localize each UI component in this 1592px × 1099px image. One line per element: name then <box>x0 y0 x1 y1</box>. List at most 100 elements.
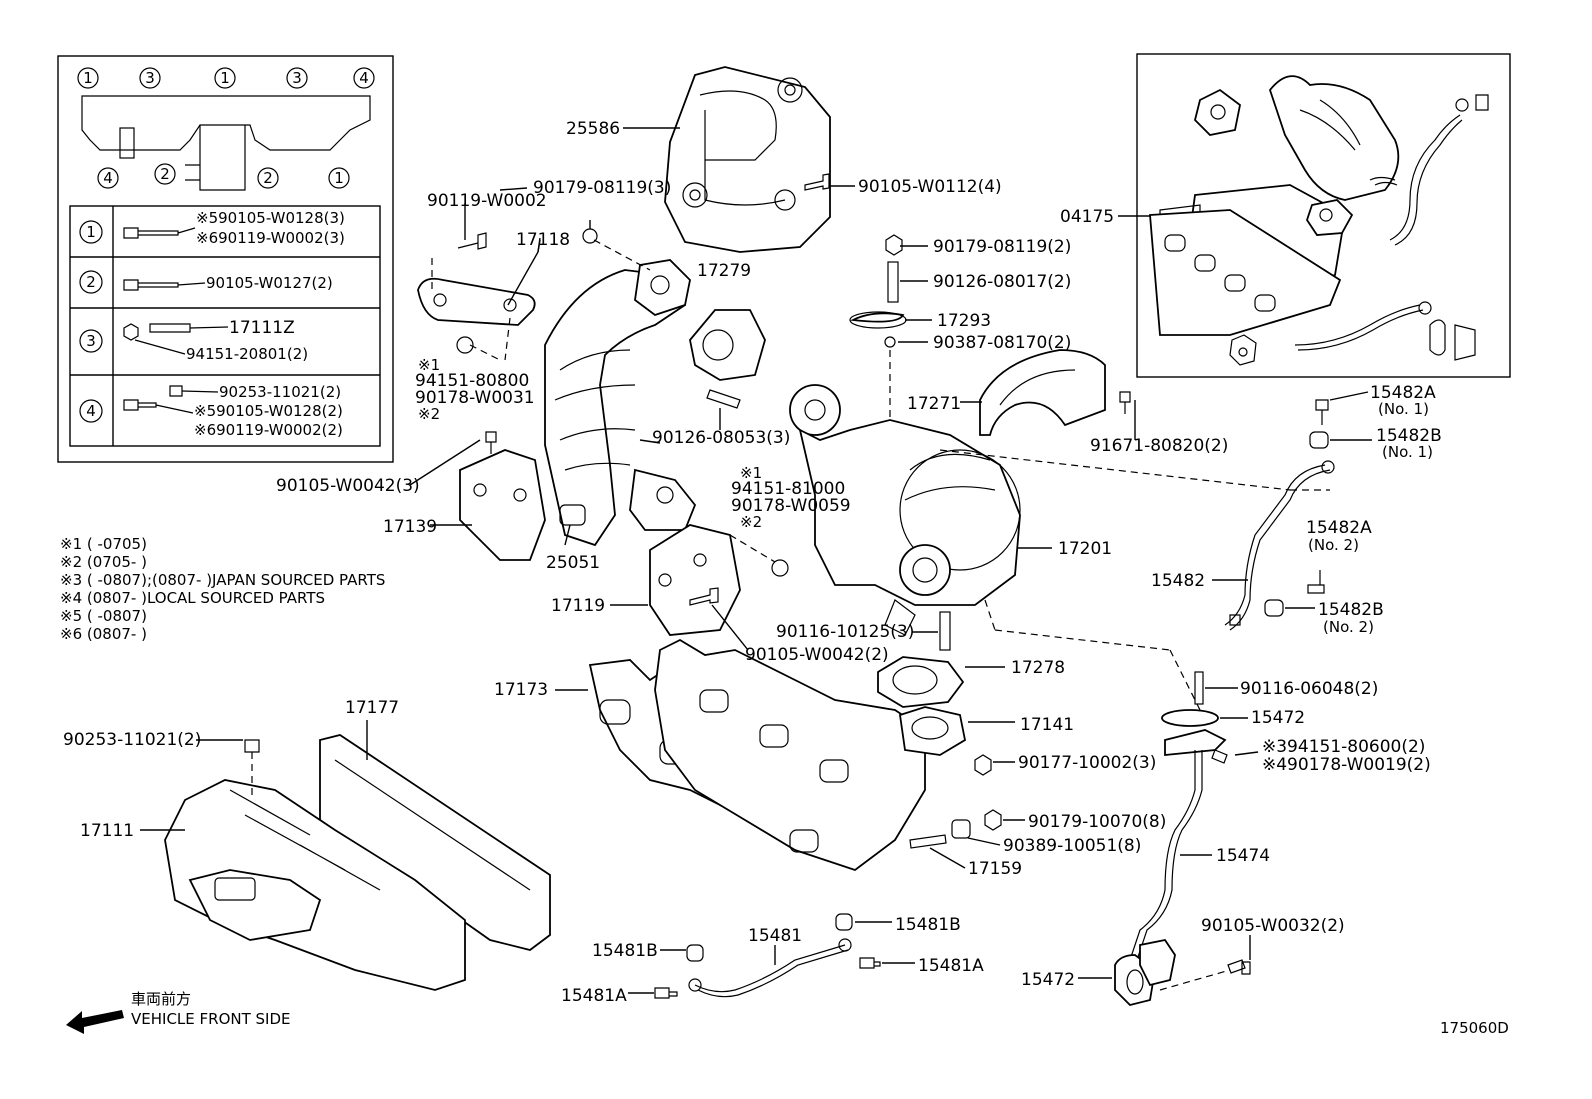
label-25586: 25586 <box>566 119 620 139</box>
label-90389-10051-8: 90389-10051(8) <box>1003 836 1141 856</box>
svg-text:1: 1 <box>220 69 230 87</box>
svg-text:車両前方: 車両前方 <box>131 990 191 1008</box>
svg-text:※2: ※2 <box>418 405 440 423</box>
svg-text:3: 3 <box>145 69 155 87</box>
part-17118-bracket <box>417 239 541 326</box>
label-25051: 25051 <box>546 553 600 573</box>
svg-text:※3 ( -0807);(0807- ): ※3 ( -0807);(0807- )JAPAN SOURCED PARTS <box>60 571 385 589</box>
label-90178-W0059: 90178-W0059 <box>731 496 851 516</box>
svg-text:1: 1 <box>83 69 93 87</box>
label-90105-W0032-2: 90105-W0032(2) <box>1201 916 1345 936</box>
label-17271: 17271 <box>907 394 961 414</box>
part-90119-w0002-bolt <box>457 232 487 250</box>
label-94151-81000: 94151-81000 <box>731 479 845 499</box>
label-90105-W0042-3: 90105-W0042(3) <box>276 476 420 496</box>
svg-text:1: 1 <box>334 169 344 187</box>
label-17141: 17141 <box>1020 715 1074 735</box>
svg-text:2: 2 <box>160 165 170 183</box>
part-15474-oil-return-pipe <box>1129 729 1259 961</box>
part-15481A-bolt-left <box>628 987 678 999</box>
part-17111-intake-manifold <box>140 739 466 991</box>
label-94151-80600-2: ※394151-80600(2) <box>1262 737 1425 757</box>
label-90105-W0112-4: 90105-W0112(4) <box>858 177 1002 197</box>
svg-text:※1 ( -0705): ※1 ( -0705) <box>60 535 147 553</box>
label-15482A-no1: 15482A <box>1370 383 1436 403</box>
part-15482-oil-line <box>1212 460 1335 631</box>
label-15482A-no2: 15482A <box>1306 518 1372 538</box>
svg-text:※5 ( -0807): ※5 ( -0807) <box>60 607 147 625</box>
part-15481B-gasket-right <box>835 913 892 931</box>
label-15482: 15482 <box>1151 571 1205 591</box>
svg-text:※690119-W0002(2): ※690119-W0002(2) <box>194 421 343 439</box>
label-90116-06048-2: 90116-06048(2) <box>1240 679 1378 699</box>
label-90387-08170-2: 90387-08170(2) <box>933 333 1071 353</box>
svg-text:(No. 1): (No. 1) <box>1382 443 1433 461</box>
part-90116-06048-stud <box>1194 671 1238 705</box>
label-17279: 17279 <box>697 261 751 281</box>
svg-text:(No. 2): (No. 2) <box>1323 618 1374 636</box>
part-15482B-gasket-no1 <box>1309 431 1372 449</box>
label-15472-bottom: 15472 <box>1021 970 1075 990</box>
label-15481B-right: 15481B <box>895 915 961 935</box>
part-90179-08119-nut <box>582 220 651 271</box>
label-15482B-no1: 15482B <box>1376 426 1442 446</box>
footnotes: ※1 ( -0705) ※2 (0705- ) ※3 ( -0807);(080… <box>60 535 385 643</box>
label-15482B-no2: 15482B <box>1318 600 1384 620</box>
label-17201: 17201 <box>1058 539 1112 559</box>
label-15481A-left: 15481A <box>561 986 627 1006</box>
svg-text:※6 (0807- ): ※6 (0807- ) <box>60 625 147 643</box>
label-90178-W0031: 90178-W0031 <box>415 388 535 408</box>
part-17141-exhaust-manifold <box>654 638 1015 872</box>
inset-assembly-04175 <box>1118 53 1511 378</box>
label-17111: 17111 <box>80 821 134 841</box>
label-90116-10125-3: 90116-10125(3) <box>776 622 914 642</box>
svg-text:3: 3 <box>292 69 302 87</box>
label-17177: 17177 <box>345 698 399 718</box>
part-15481-oil-pipe <box>688 938 852 998</box>
arrow-icon <box>66 1010 124 1034</box>
svg-text:※4 (0807- )LOCAL SOURCED: ※4 (0807- )LOCAL SOURCED PARTS <box>60 589 325 607</box>
label-17293: 17293 <box>937 311 991 331</box>
part-90179-10070-nut <box>984 809 1025 831</box>
label-90178-W0019-2: ※490178-W0019(2) <box>1262 755 1431 775</box>
inset-manifold-legend: 1 3 1 3 4 4 2 2 1 1 ※590105-W0128(3) ※69… <box>57 55 394 463</box>
svg-text:(No. 1): (No. 1) <box>1378 400 1429 418</box>
part-90389-10051-spacer <box>951 819 1001 846</box>
label-17118: 17118 <box>516 230 570 250</box>
label-91671-80820-2: 91671-80820(2) <box>1090 436 1228 456</box>
legend-row-2: 2 90105-W0127(2) <box>79 270 333 294</box>
part-17201-turbocharger <box>789 384 1291 711</box>
drawing-number: 175060D <box>1440 1019 1509 1037</box>
part-17278-gasket <box>877 656 1005 708</box>
svg-text:※1: ※1 <box>418 356 440 374</box>
svg-text:※590105-W0128(2): ※590105-W0128(2) <box>194 402 343 420</box>
label-90126-08017-2: 90126-08017(2) <box>933 272 1071 292</box>
part-15482B-gasket-no2 <box>1264 599 1315 617</box>
label-15481: 15481 <box>748 926 802 946</box>
svg-text:90253-11021(2): 90253-11021(2) <box>219 383 341 401</box>
svg-text:1: 1 <box>86 223 96 241</box>
label-17173: 17173 <box>494 680 548 700</box>
part-15472-gasket-top <box>1161 709 1248 727</box>
svg-text:VEHICLE FRONT SIDE: VEHICLE FRONT SIDE <box>131 1010 291 1028</box>
legend-row-1: 1 ※590105-W0128(3) ※690119-W0002(3) <box>79 209 345 247</box>
label-17278: 17278 <box>1011 658 1065 678</box>
part-17271-insulator <box>960 349 1131 436</box>
label-94151-80800: 94151-80800 <box>415 371 529 391</box>
part-17279-gasket <box>689 309 766 381</box>
svg-text:2: 2 <box>86 273 96 291</box>
vehicle-front-arrow: 車両前方 VEHICLE FRONT SIDE <box>66 990 291 1034</box>
part-15482A-bolt-no1 <box>1315 391 1369 425</box>
label-90105-W0042-2: 90105-W0042(2) <box>745 645 889 665</box>
label-15472-top: 15472 <box>1251 708 1305 728</box>
svg-text:90105-W0127(2): 90105-W0127(2) <box>206 274 333 292</box>
svg-text:※1: ※1 <box>740 464 762 482</box>
label-04175: 04175 <box>1060 207 1114 227</box>
label-90253-11021-2: 90253-11021(2) <box>63 730 201 750</box>
label-17159: 17159 <box>968 859 1022 879</box>
svg-text:17111Z: 17111Z <box>229 318 295 338</box>
inset-circles-top: 1 3 1 3 4 <box>77 67 375 89</box>
svg-text:※2: ※2 <box>740 513 762 531</box>
svg-text:94151-20801(2): 94151-20801(2) <box>186 345 308 363</box>
label-90126-08053-3: 90126-08053(3) <box>652 428 790 448</box>
